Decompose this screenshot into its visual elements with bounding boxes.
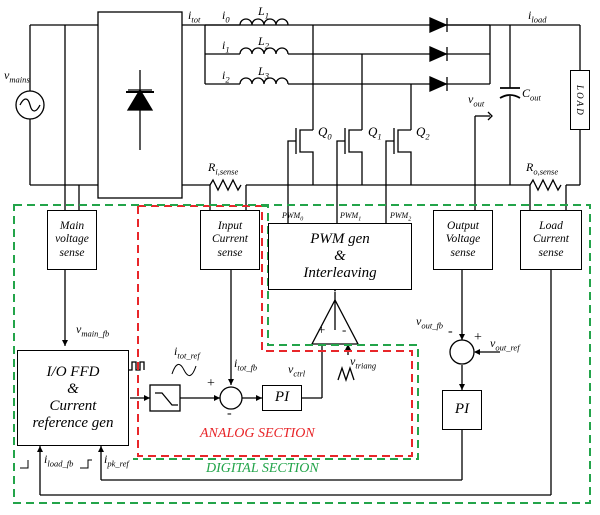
diode-bridge-icon	[97, 11, 183, 199]
label-v-out-fb: vout_fb	[416, 314, 444, 331]
label-pwm2: PWM2	[390, 211, 412, 223]
label-i-load-fb: iload_fb	[44, 452, 74, 469]
io-ffd-line-1: I/O FFD	[46, 363, 100, 380]
label-v-out: vout	[468, 92, 485, 109]
limiter-icon	[149, 384, 181, 412]
load-label: L O A D	[575, 85, 586, 115]
main-voltage-sense-line-3: sense	[59, 246, 85, 259]
mosfet-icon	[287, 128, 412, 205]
io-ffd-line-2: &	[67, 380, 79, 397]
input-current-sense-line-1: Input	[217, 220, 243, 233]
io-ffd-line-4: reference gen	[32, 415, 114, 432]
plus-sign: +	[207, 376, 215, 391]
output-voltage-sense-line-3: sense	[450, 246, 476, 259]
label-i-tot-ref: itot_ref	[174, 344, 200, 361]
output-voltage-sense-line-2: Voltage	[445, 233, 481, 246]
analog-section-title: ANALOG SECTION	[200, 426, 315, 441]
label-r-o-sense: Ro,sense	[526, 160, 559, 177]
pwm-gen-line-2: &	[334, 247, 346, 264]
label-i-load: iload	[528, 8, 547, 25]
capacitor-icon	[499, 94, 521, 99]
label-i2: i2	[222, 68, 230, 85]
input-current-sense-line-3: sense	[217, 246, 243, 259]
label-pwm1: PWM1	[340, 211, 362, 223]
label-l2: L2	[258, 34, 269, 51]
pwm-gen-block: PWM gen & Interleaving	[268, 223, 412, 290]
label-v-out-ref: vout_ref	[490, 336, 520, 353]
label-r-i-sense: Ri,sense	[208, 160, 239, 177]
label-v-triang: vtriang	[350, 354, 377, 371]
pwm-gen-line-3: Interleaving	[303, 265, 377, 282]
pi-analog-label: PI	[274, 389, 290, 406]
pi-analog-block: PI	[262, 385, 302, 411]
resistor-i-sense	[209, 178, 242, 192]
triangle-wave-icon	[337, 365, 355, 383]
opamp-minus-sign: -	[342, 322, 347, 337]
label-i-tot-fb: itot_fb	[234, 356, 258, 373]
label-l1: L1	[258, 4, 269, 21]
load-current-sense-block: Load Current sense	[520, 210, 582, 270]
diode-icon	[126, 17, 455, 111]
input-current-sense-line-2: Current	[212, 233, 248, 246]
inductor-icon	[239, 18, 289, 85]
summing-junction-icon	[449, 339, 475, 365]
label-c-out: Cout	[522, 86, 541, 103]
sum-plus-sign: +	[474, 330, 482, 345]
digital-section-title: DIGITAL SECTION	[206, 461, 319, 476]
label-i-tot: itot	[188, 8, 201, 25]
output-voltage-sense-line-1: Output	[447, 220, 479, 233]
label-pwm0: PWM0	[282, 211, 304, 223]
label-v-mains: vmains	[4, 68, 30, 85]
label-q1: Q1	[368, 124, 382, 142]
io-ffd-line-3: Current	[49, 398, 97, 414]
label-v-ctrl: vctrl	[288, 362, 306, 379]
opamp-plus-sign: +	[318, 322, 326, 337]
input-current-sense-block: Input Current sense	[200, 210, 260, 270]
minus-sign: -	[227, 406, 232, 421]
load-current-sense-line-2: Current	[533, 233, 569, 246]
main-voltage-sense-line-1: Main	[59, 220, 85, 233]
pi-digital-label: PI	[454, 401, 470, 418]
main-voltage-sense-block: Main voltage sense	[47, 210, 97, 270]
label-l3: L3	[258, 64, 269, 81]
load-current-sense-line-1: Load	[539, 220, 563, 233]
io-ffd-block: I/O FFD & Current reference gen	[17, 350, 129, 446]
label-i0: i0	[222, 8, 230, 25]
label-q2: Q2	[416, 124, 430, 142]
pi-digital-block: PI	[442, 390, 482, 430]
main-voltage-sense-line-2: voltage	[55, 233, 89, 246]
label-v-main-fb: vmain_fb	[76, 322, 110, 339]
square-wave-icon	[128, 361, 145, 371]
sum-minus-sign: -	[448, 324, 453, 339]
load-block: L O A D	[570, 70, 590, 130]
digital-section-border	[13, 204, 591, 504]
pwm-gen-line-1: PWM gen	[310, 230, 370, 247]
output-voltage-sense-block: Output Voltage sense	[433, 210, 493, 270]
load-current-sense-line-3: sense	[538, 246, 564, 259]
label-i-pk-ref: ipk_ref	[104, 452, 129, 469]
label-q0: Q0	[318, 124, 332, 142]
label-i1: i1	[222, 38, 230, 55]
